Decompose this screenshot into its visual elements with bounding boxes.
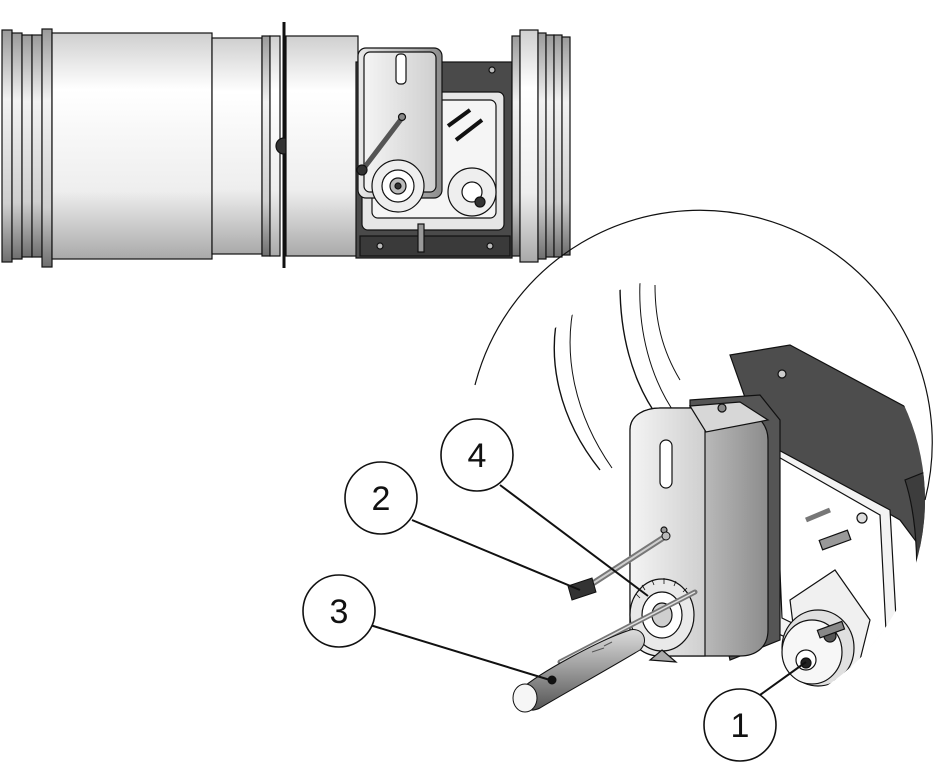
hex-key-tool [512, 589, 698, 713]
callout-4-label: 4 [468, 437, 487, 475]
duct-sleeve [211, 37, 263, 255]
callout-3-label: 3 [330, 593, 349, 631]
callouts: 1 2 3 4 [302, 418, 777, 762]
callout-4: 4 [440, 418, 514, 492]
detail-view [474, 209, 933, 725]
callout-1-label: 1 [731, 707, 750, 745]
manual-lever-rod [567, 531, 671, 601]
leader-lines [369, 484, 807, 696]
duct-body [51, 32, 213, 260]
callout-2: 2 [344, 461, 418, 535]
leader-line-4 [499, 484, 649, 597]
detail-actuator-dial [629, 578, 695, 663]
leader-line-1 [759, 661, 807, 696]
detail-circle-edge [474, 209, 933, 501]
callout-3: 3 [302, 574, 376, 648]
left-flange [1, 28, 53, 268]
leader-line-3 [369, 624, 551, 681]
leader-line-2 [411, 519, 581, 591]
callout-1: 1 [703, 688, 777, 762]
overview-lever [362, 116, 404, 170]
right-flange [537, 32, 571, 260]
callout-2-label: 2 [372, 480, 391, 518]
duct-overview [1, 22, 571, 268]
